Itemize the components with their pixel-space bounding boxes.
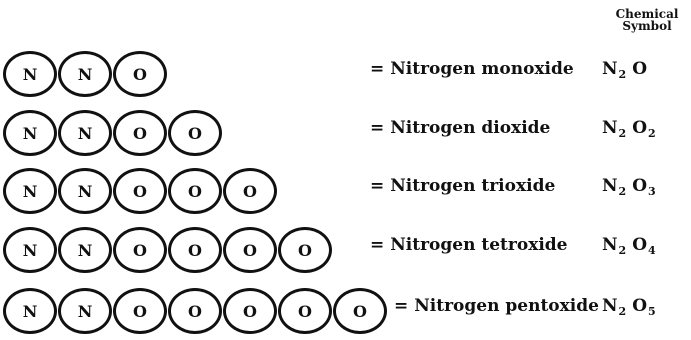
compound-name: =Nitrogen trioxide [370, 176, 555, 196]
nitrogen-atom: N [58, 227, 112, 273]
oxygen-atom: O [113, 51, 167, 97]
formula-subscript-1: 2 [618, 68, 627, 81]
formula-element-1: N [602, 296, 618, 316]
header-line-2: Symbol [622, 19, 672, 33]
formula-element-2: O [632, 296, 648, 316]
oxygen-atom: O [223, 288, 277, 334]
oxygen-atom: O [113, 168, 167, 214]
nitrogen-atom: N [3, 168, 57, 214]
nitrogen-atom: N [3, 288, 57, 334]
oxygen-atom: O [168, 288, 222, 334]
oxygen-atom: O [278, 227, 332, 273]
compound-name: =Nitrogen monoxide [370, 59, 574, 79]
nitrogen-atom: N [58, 288, 112, 334]
equals-sign: = [370, 59, 385, 79]
formula-subscript-1: 2 [618, 305, 627, 318]
nitrogen-atom: N [3, 51, 57, 97]
oxygen-atom: O [168, 227, 222, 273]
formula-subscript-1: 2 [618, 244, 627, 257]
nitrogen-atom: N [58, 168, 112, 214]
formula-subscript-2: 3 [648, 185, 656, 198]
oxygen-atom: O [113, 227, 167, 273]
compound-name: =Nitrogen tetroxide [370, 235, 568, 255]
compound-name-text: Nitrogen monoxide [390, 59, 574, 79]
formula-element-2: O [632, 235, 648, 255]
oxygen-atom: O [168, 110, 222, 156]
oxygen-atom: O [168, 168, 222, 214]
formula-element-2: O [632, 118, 648, 138]
formula-subscript-2: 4 [648, 244, 656, 257]
equals-sign: = [370, 235, 385, 255]
oxygen-atom: O [113, 110, 167, 156]
oxygen-atom: O [278, 288, 332, 334]
oxygen-atom: O [223, 168, 277, 214]
equals-sign: = [370, 176, 385, 196]
nitrogen-atom: N [3, 110, 57, 156]
formula-element-2: O [632, 176, 648, 196]
formula-element-1: N [602, 118, 618, 138]
formula-element-1: N [602, 59, 618, 79]
formula-element-1: N [602, 176, 618, 196]
nitrogen-atom: N [58, 110, 112, 156]
formula-subscript-2: 5 [648, 305, 656, 318]
formula-subscript-1: 2 [618, 127, 627, 140]
compound-name: =Nitrogen pentoxide [394, 296, 599, 316]
formula-subscript-1: 2 [618, 185, 627, 198]
compound-name-text: Nitrogen tetroxide [390, 235, 568, 255]
equals-sign: = [370, 118, 385, 138]
equals-sign: = [394, 296, 409, 316]
chemical-symbol-header: Chemical Symbol [606, 8, 688, 32]
formula-element-2: O [632, 59, 648, 79]
compound-name: =Nitrogen dioxide [370, 118, 550, 138]
nitrogen-atom: N [3, 227, 57, 273]
compound-name-text: Nitrogen pentoxide [414, 296, 599, 316]
compound-name-text: Nitrogen dioxide [390, 118, 551, 138]
oxygen-atom: O [223, 227, 277, 273]
formula-subscript-2: 2 [648, 127, 656, 140]
oxygen-atom: O [113, 288, 167, 334]
compound-name-text: Nitrogen trioxide [390, 176, 556, 196]
nitrogen-atom: N [58, 51, 112, 97]
formula-element-1: N [602, 235, 618, 255]
oxygen-atom: O [333, 288, 387, 334]
header-line-1: Chemical [615, 7, 679, 21]
